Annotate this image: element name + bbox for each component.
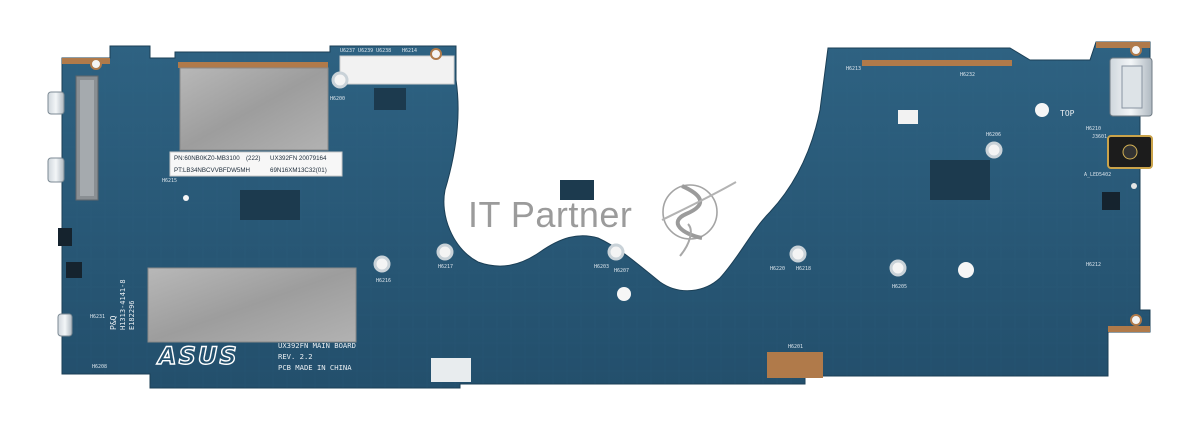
port-bracket-inner [80, 80, 94, 196]
mounting-hole [1130, 44, 1142, 56]
usb-c-port [47, 157, 65, 183]
board-revision-text: REV. 2.2 [278, 352, 313, 361]
copper-edges [62, 42, 1150, 382]
watermark-text: IT Partner [468, 194, 632, 235]
mounting-hole [889, 259, 907, 277]
ref-label: H6214 [402, 48, 417, 54]
mounting-holes [90, 44, 1142, 326]
board-origin-text: PCB MADE IN CHINA [278, 363, 352, 372]
mounting-hole [331, 71, 349, 89]
shield-plate [147, 267, 357, 343]
white-pad [898, 110, 918, 124]
chip [1102, 192, 1120, 210]
ref-label: H6212 [1086, 262, 1101, 268]
sticker-code: (222) [246, 155, 260, 162]
mounting-hole [90, 58, 102, 70]
asus-logo: ASUS [155, 341, 239, 370]
vertical-code-line3: E182296 [128, 300, 136, 330]
emi-shields [147, 55, 918, 343]
copper-strip [178, 62, 328, 68]
white-pad [339, 55, 455, 85]
vertical-code-line2: H1313-4141-8 [119, 279, 127, 330]
copper-strip [862, 60, 1012, 66]
mounting-hole [183, 195, 189, 201]
sticker-model: UX392FN 20079164 [270, 155, 327, 162]
asus-wordmark: ASUS [156, 342, 239, 370]
shield-plate [179, 67, 329, 151]
chip [66, 262, 82, 278]
mounting-hole [789, 245, 807, 263]
ref-label: H6210 [1086, 126, 1101, 132]
board-model-text: UX392FN MAIN BOARD [278, 341, 356, 350]
ref-label: H6220 [770, 266, 785, 272]
mounting-hole [430, 48, 442, 60]
right-connectors [1107, 57, 1153, 189]
mounting-hole [958, 262, 974, 278]
sticker-background [169, 151, 343, 177]
ref-label: H6207 [614, 268, 629, 274]
top-marker: TOP [1060, 109, 1075, 118]
mounting-hole [607, 243, 625, 261]
sticker-pn: PN:60NB0KZ0-MB3100 [174, 155, 240, 162]
sticker-pt: PT:LB34NBCVVBFDW5MH [174, 167, 250, 174]
mounting-hole [1130, 314, 1142, 326]
mounting-hole [436, 243, 454, 261]
copper-strip [1096, 42, 1150, 48]
watermark: IT Partner [468, 181, 737, 257]
mounting-hole [617, 287, 631, 301]
ref-label: H6201 [788, 344, 803, 350]
audio-jack-hole [1122, 144, 1138, 160]
copper-pad [431, 358, 471, 382]
ref-label: H6208 [92, 364, 107, 370]
chip [560, 180, 594, 200]
swoosh-s-logo-icon [661, 181, 737, 257]
copper-pad [767, 352, 823, 378]
vertical-code-label: P&Q H1313-4141-8 E182296 [109, 279, 136, 330]
chip [930, 160, 990, 200]
ref-label: H6213 [846, 66, 861, 72]
product-sticker: PN:60NB0KZ0-MB3100 (222) UX392FN 2007916… [169, 151, 343, 177]
sticker-serial: 69N16XM13C32(01) [270, 167, 327, 174]
mounting-hole [985, 141, 1003, 159]
reference-labels: U6237 U6239 U6238 H6214 H6200 H6213 H623… [90, 48, 1111, 370]
ref-label: H6206 [986, 132, 1001, 138]
ref-label: H6216 [376, 278, 391, 284]
board-silkscreen: UX392FN MAIN BOARD REV. 2.2 PCB MADE IN … [278, 341, 356, 372]
ref-label: J3601 [1092, 134, 1107, 140]
ref-label: A_LED5402 [1084, 172, 1111, 178]
ref-label: H6217 [438, 264, 453, 270]
mounting-hole [373, 255, 391, 273]
ref-label: H6231 [90, 314, 105, 320]
chip [374, 88, 406, 110]
ref-label: H6218 [796, 266, 811, 272]
usb-a-port-slot [1121, 65, 1143, 109]
chip [240, 190, 300, 220]
copper-strip [1108, 326, 1150, 332]
copper-strip [62, 58, 110, 64]
ref-label: H6200 [330, 96, 345, 102]
left-connectors [47, 75, 99, 337]
ref-label: H6203 [594, 264, 609, 270]
ref-label: H6205 [892, 284, 907, 290]
led-indicator [1131, 183, 1137, 189]
usb-c-port [57, 313, 73, 337]
ref-label: U6237 U6239 U6238 [340, 48, 391, 54]
usb-c-port [47, 91, 65, 115]
vertical-code-line1: P&Q [109, 315, 118, 330]
mounting-hole [1035, 103, 1049, 117]
chip [58, 228, 72, 246]
ref-label: H6232 [960, 72, 975, 78]
ic-components [58, 88, 1120, 278]
ref-label: H6215 [162, 178, 177, 184]
